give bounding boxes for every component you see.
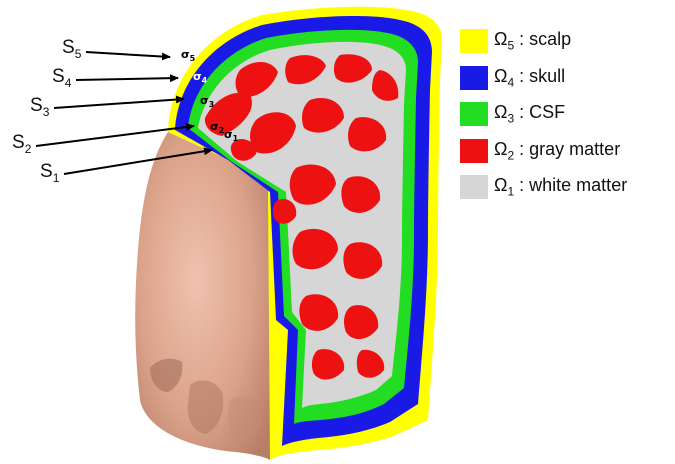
- legend-item-scalp: Ω5 : scalp: [460, 28, 672, 54]
- tissue-legend: Ω5 : scalp Ω4 : skull Ω3 : CSF Ω2 : gray…: [460, 28, 672, 211]
- legend-item-csf: Ω3 : CSF: [460, 101, 672, 127]
- legend-swatch-gray-matter: [460, 139, 488, 163]
- legend-label-scalp: Ω5 : scalp: [494, 29, 571, 53]
- legend-label-white-matter: Ω1 : white matter: [494, 175, 627, 199]
- legend-swatch-white-matter: [460, 175, 488, 199]
- arrow-s5: [86, 52, 170, 57]
- legend-item-white-matter: Ω1 : white matter: [460, 174, 672, 200]
- legend-item-gray-matter: Ω2 : gray matter: [460, 138, 672, 164]
- surface-labels: S5 S4 S3 S2 S1: [12, 37, 82, 185]
- surface-label-s1: S1: [40, 161, 60, 185]
- legend-swatch-csf: [460, 102, 488, 126]
- legend-label-skull: Ω4 : skull: [494, 66, 565, 90]
- legend-swatch-scalp: [460, 29, 488, 53]
- surface-label-s2: S2: [12, 132, 32, 156]
- surface-label-s3: S3: [30, 95, 50, 119]
- sigma-label-5: σ5: [181, 48, 196, 63]
- arrow-s3: [54, 99, 184, 108]
- surface-label-s4: S4: [52, 66, 72, 90]
- legend-swatch-skull: [460, 66, 488, 90]
- surface-label-s5: S5: [62, 37, 82, 61]
- legend-label-gray-matter: Ω2 : gray matter: [494, 139, 620, 163]
- legend-item-skull: Ω4 : skull: [460, 65, 672, 91]
- legend-label-csf: Ω3 : CSF: [494, 102, 565, 126]
- arrow-s4: [76, 78, 178, 80]
